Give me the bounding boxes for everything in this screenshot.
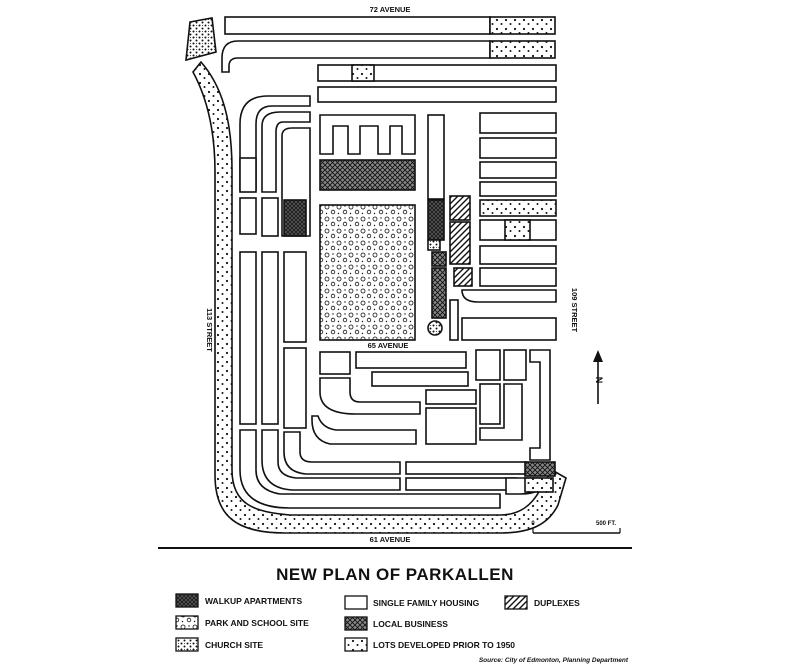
legend-swatch-lots	[344, 637, 368, 652]
block-top-row-2-prior-lots	[489, 40, 556, 59]
block-east-row-5	[479, 199, 557, 217]
block-se-curve-2	[479, 383, 523, 441]
block-s-centre-6	[425, 407, 477, 445]
block-central-top	[319, 114, 416, 155]
block-west-col-3	[283, 251, 307, 343]
block-s-centre-3	[319, 377, 421, 415]
block-s-lot-b	[405, 477, 517, 491]
church-site-circle	[427, 320, 443, 336]
legend-label-local: LOCAL BUSINESS	[373, 619, 448, 629]
block-w-lot-3	[261, 197, 279, 237]
church-site-east	[427, 239, 441, 251]
block-east-row-2	[479, 137, 557, 159]
legend-label-single: SINGLE FAMILY HOUSING	[373, 598, 480, 608]
block-s-centre-7	[425, 389, 477, 405]
legend: WALKUP APARTMENTS PARK AND SCHOOL SITE C…	[175, 593, 580, 652]
block-west-col-1	[239, 251, 257, 425]
block-se-col-1	[475, 349, 501, 381]
prior-lots-southeast	[524, 477, 554, 493]
block-w-curve	[261, 111, 311, 193]
local-business-east-1	[431, 251, 447, 267]
block-sw-curve-3	[283, 431, 401, 475]
block-east-row-8	[479, 267, 557, 287]
park-and-school-site	[319, 204, 416, 341]
legend-label-park: PARK AND SCHOOL SITE	[205, 618, 309, 628]
block-sw-curve-1	[239, 429, 501, 509]
block-top-row-2	[221, 40, 491, 73]
park-strip-west-south	[192, 60, 567, 534]
block-west-col-4	[283, 347, 307, 429]
street-label-61-avenue: 61 AVENUE	[370, 535, 411, 544]
walkup-apartments-west	[283, 199, 307, 237]
legend-label-duplex: DUPLEXES	[534, 598, 580, 608]
legend-swatch-single	[344, 595, 368, 610]
local-business-southeast	[524, 461, 556, 477]
block-w-lot-1	[239, 157, 257, 193]
duplexes-east-2	[449, 221, 471, 265]
legend-swatch-church	[175, 637, 199, 652]
north-arrow-label: N	[594, 377, 604, 384]
street-label-109-street: 109 STREET	[570, 288, 579, 333]
block-sw-curve-2	[261, 429, 401, 491]
block-w-lot-2	[239, 197, 257, 235]
block-inner-east-1	[427, 114, 445, 200]
block-se-col-2	[503, 349, 527, 381]
street-label-65-avenue: 65 AVENUE	[368, 341, 409, 350]
block-east-row-4	[479, 181, 557, 197]
north-arrow: N	[593, 350, 604, 404]
block-east-row-9	[461, 317, 557, 341]
block-east-row-1	[479, 112, 557, 134]
block-east-row-3	[479, 161, 557, 179]
block-row-3-prior-lots	[351, 64, 375, 82]
block-se-col-3	[479, 383, 501, 425]
block-s-lot-a	[405, 461, 527, 475]
block-east-curve	[461, 289, 557, 303]
block-west-col-2	[261, 251, 279, 425]
legend-swatch-local	[344, 616, 368, 631]
church-site-nw	[185, 17, 217, 62]
block-row-3	[317, 64, 557, 82]
block-top-row-1-prior-lots	[489, 16, 556, 35]
map-blocks	[185, 16, 567, 534]
legend-swatch-walkup	[175, 593, 199, 608]
street-label-72-avenue: 72 AVENUE	[370, 5, 411, 14]
legend-label-church: CHURCH SITE	[205, 640, 263, 650]
block-s-centre-1	[319, 351, 351, 375]
source-note: Source: City of Edmonton, Planning Depar…	[479, 657, 629, 664]
block-s-centre-4	[371, 371, 469, 387]
scale-bar: 0 500 FT.	[531, 521, 621, 534]
block-s-centre-2	[355, 351, 467, 369]
legend-swatch-duplex	[504, 595, 528, 610]
duplexes-east-1	[449, 195, 471, 221]
duplexes-east-3	[453, 267, 473, 287]
scale-end-label: 500 FT.	[596, 521, 616, 527]
block-row-4	[317, 86, 557, 103]
walkup-apartments-east	[427, 199, 445, 241]
block-se-curve-3	[529, 349, 551, 461]
street-label-113-street: 113 STREET	[205, 308, 214, 352]
block-top-row-1	[224, 16, 491, 35]
legend-swatch-park	[175, 615, 199, 630]
legend-label-lots: LOTS DEVELOPED PRIOR TO 1950	[373, 640, 515, 650]
block-east-row-7	[479, 245, 557, 265]
legend-label-walkup: WALKUP APARTMENTS	[205, 596, 302, 606]
local-business-north	[319, 159, 416, 191]
scale-start-label: 0	[531, 521, 535, 527]
map-title: NEW PLAN OF PARKALLEN	[276, 565, 514, 584]
block-s-centre-5	[311, 415, 417, 445]
block-east-row-6-prior-lots	[504, 219, 531, 241]
block-inner-east-2	[449, 299, 459, 341]
local-business-east-2	[431, 267, 447, 319]
